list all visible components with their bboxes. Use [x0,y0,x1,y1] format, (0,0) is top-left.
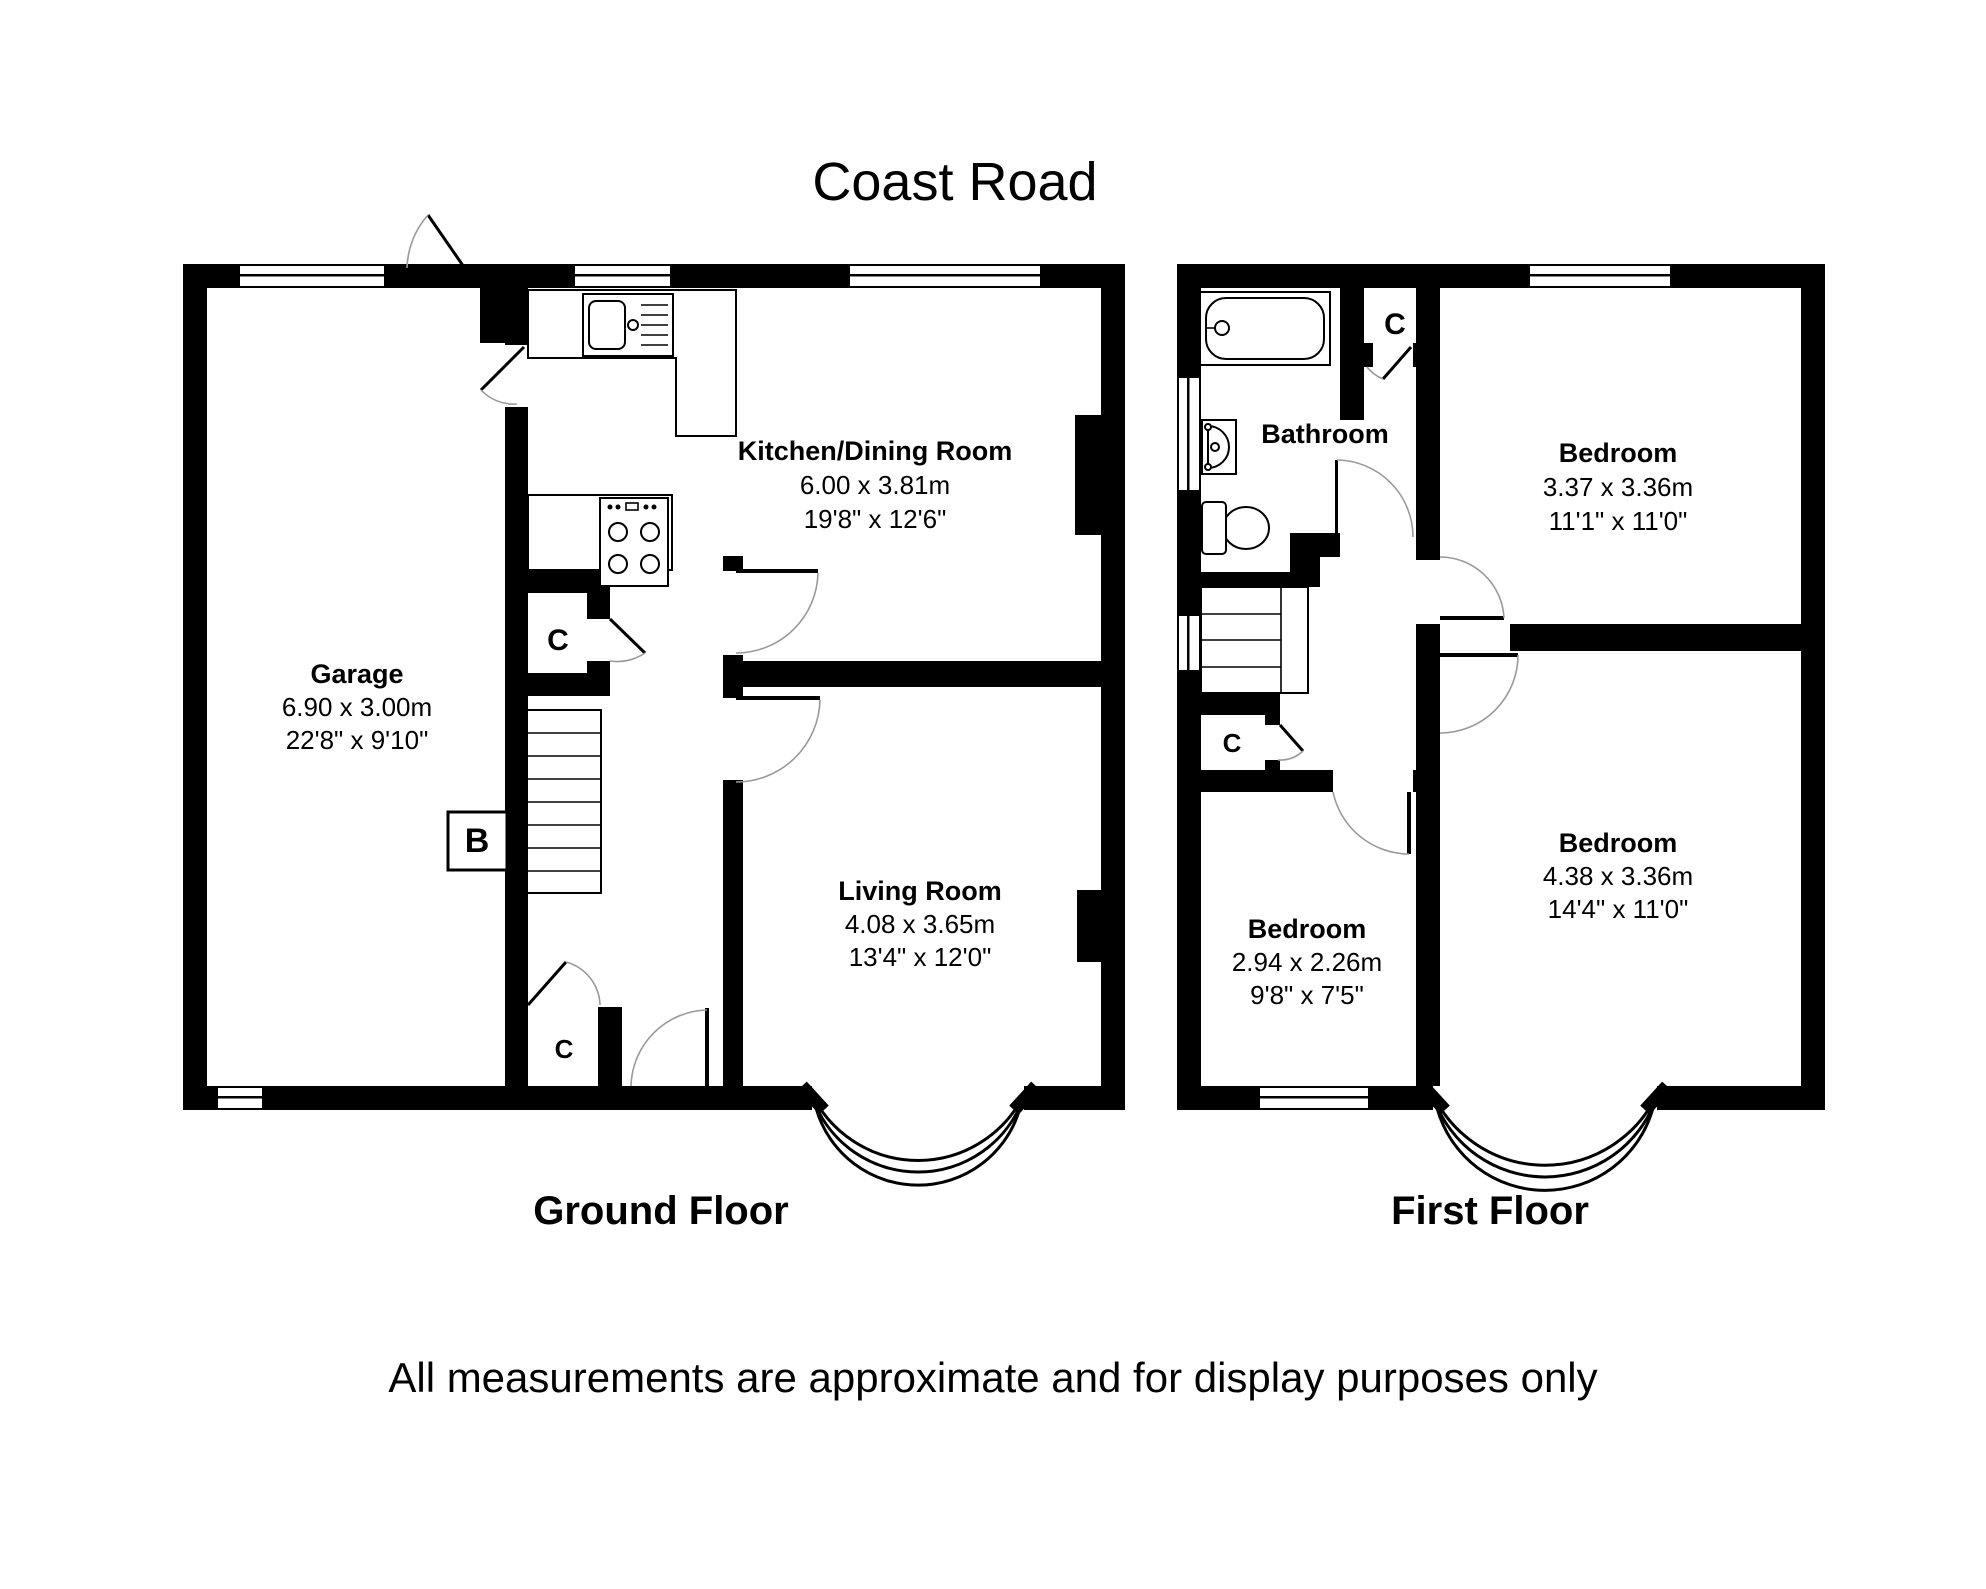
kitchen-imperial: 19'8" x 12'6" [804,504,947,534]
first-floor-title: First Floor [1391,1189,1589,1233]
first-floor-doors [1277,346,1519,855]
first-floor-bay-window [1418,1081,1672,1192]
bedroom-small-name: Bedroom [1248,914,1367,944]
garage-internal-door [479,345,526,405]
living-room-imperial: 13'4" x 12'0" [849,942,992,972]
garage-metric: 6.90 x 3.00m [282,692,432,722]
disclaimer: All measurements are approximate and for… [388,1354,1597,1401]
hall-cupboard-door [608,617,647,663]
entrance-cupboard-label: C [555,1034,574,1064]
kitchen-fixtures [527,289,737,587]
page-title: Coast Road [812,152,1097,212]
garage-window [240,266,384,286]
bedroom-topright-name: Bedroom [1559,438,1678,468]
bedroom-topright-metric: 3.37 x 3.36m [1543,472,1693,502]
first-floor-labels: Bathroom Bedroom 3.37 x 3.36m 11'1" x 11… [1223,308,1694,1233]
kitchen-metric: 6.00 x 3.81m [800,470,950,500]
ground-floor-windows [218,266,1040,1108]
garage-rear-window [218,1088,262,1108]
mid-cupboard-door [1277,724,1305,761]
bedroom-topright-imperial: 11'1" x 11'0" [1549,506,1688,536]
kitchen-name: Kitchen/Dining Room [738,436,1012,466]
boiler-label: B [465,822,490,860]
staircase [526,709,602,894]
mid-cupboard-label: C [1223,728,1242,758]
bedroom-big-metric: 4.38 x 3.36m [1543,861,1693,891]
front-door [630,1008,709,1087]
small-bedroom-window [1260,1088,1368,1108]
kitchen-sink [582,293,674,357]
kitchen-window-right [850,266,1040,286]
bedroom-small-metric: 2.94 x 2.26m [1232,947,1382,977]
garage-imperial: 22'8" x 9'10" [286,725,429,755]
hob [599,497,669,587]
living-room-metric: 4.08 x 3.65m [845,909,995,939]
bedroom-small-door [1332,791,1411,855]
garage-side-door [406,214,477,284]
bedroom-topright-door [1439,556,1505,620]
bathroom-door [1335,459,1414,538]
bedroom-big-imperial: 14'4" x 11'0" [1548,894,1689,924]
bathroom-name: Bathroom [1261,419,1389,449]
bathroom-window-lower [1179,616,1199,670]
living-room-name: Living Room [838,876,1002,906]
ground-floor-title: Ground Floor [533,1189,789,1233]
first-floor-windows [1179,266,1670,1108]
toilet [1201,501,1270,555]
ground-floor-bay-window [797,1081,1041,1187]
garage-name: Garage [310,659,403,689]
bathroom-window-upper [1179,378,1199,490]
ground-floor-chimneys [1075,415,1101,962]
ground-floor-plan: B [183,214,1125,1233]
basin [1201,419,1237,475]
top-cupboard-label: C [1384,308,1406,341]
living-room-chimney-breast [1077,890,1101,962]
bedroom-big-door [1439,653,1519,734]
bedroom-small-imperial: 9'8" x 7'5" [1250,980,1364,1010]
kitchen-counter-top [527,289,737,437]
hall-cupboard-label: C [547,624,569,657]
kitchen-chimney-breast [1075,415,1101,535]
boiler-box: B [446,810,509,872]
first-floor-plan: Bathroom Bedroom 3.37 x 3.36m 11'1" x 11… [1177,264,1825,1233]
bathroom-fixtures [1199,291,1331,555]
top-cupboard-door [1366,346,1413,380]
bedroom-big-name: Bedroom [1559,828,1678,858]
entrance-cupboard-door [526,961,601,1006]
kitchen-window-left [575,266,670,286]
living-room-door [735,696,821,783]
bedroom-top-window [1530,266,1670,286]
ground-floor-doors [406,214,821,1087]
kitchen-door [735,569,819,654]
ground-floor-labels: Garage 6.90 x 3.00m 22'8" x 9'10" Kitche… [282,436,1012,1233]
stairwell [1200,586,1309,694]
bathtub [1199,291,1331,366]
